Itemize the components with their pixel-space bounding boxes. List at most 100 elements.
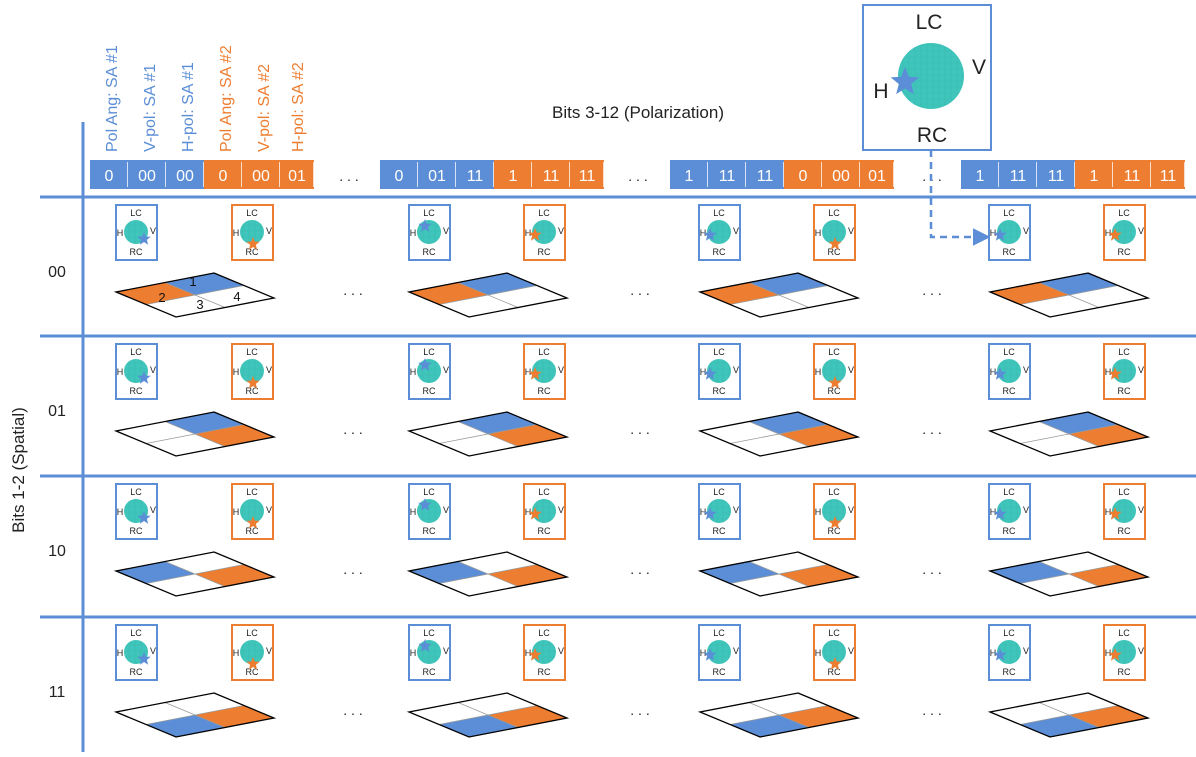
- star-icon: [828, 516, 842, 529]
- label-h: H: [815, 228, 822, 238]
- label-h: H: [525, 228, 532, 238]
- star-icon: [1108, 507, 1122, 520]
- label-rc: RC: [538, 526, 551, 536]
- spatial-tile: [697, 551, 861, 597]
- label-h: H: [700, 507, 707, 517]
- label-lc: LC: [828, 347, 840, 357]
- label-lc: LC: [1003, 208, 1015, 218]
- label-lc: LC: [423, 347, 435, 357]
- label-lc: LC: [713, 628, 725, 638]
- label-rc: RC: [1003, 386, 1016, 396]
- row-ellipsis: . . .: [343, 702, 362, 718]
- tile-quadrant-left: [700, 282, 779, 305]
- tile-quadrant-right: [1069, 705, 1148, 728]
- dashed-arrow: [929, 150, 991, 246]
- code-cell: [961, 160, 999, 189]
- row-ellipsis: . . .: [630, 421, 649, 437]
- star-icon: [246, 237, 260, 250]
- spatial-tile: [987, 692, 1151, 738]
- tile-quadrant-top: [165, 552, 244, 574]
- code-cell-value: 1: [685, 168, 694, 185]
- row-ellipsis: . . .: [630, 282, 649, 298]
- inset-label-top: LC: [916, 11, 943, 34]
- tile-quadrant-right: [779, 424, 858, 447]
- star-icon: [993, 228, 1007, 241]
- label-rc: RC: [246, 667, 259, 677]
- code-cell-value: 11: [1010, 168, 1027, 185]
- label-h: H: [990, 648, 997, 658]
- tile-outline: [697, 272, 861, 318]
- label-rc: RC: [130, 526, 143, 536]
- tile-quadrant-right: [195, 564, 274, 587]
- code-cell: [822, 160, 860, 189]
- label-h: H: [233, 507, 240, 517]
- code-cell-value: 0: [219, 168, 228, 185]
- label-rc: RC: [713, 667, 726, 677]
- spatial-tile: [113, 411, 277, 457]
- label-v: V: [443, 226, 449, 236]
- label-v: V: [1023, 646, 1029, 656]
- tile-quadrant-left: [116, 282, 195, 305]
- star-icon: [703, 648, 717, 661]
- code-cell-value: 11: [1048, 168, 1065, 185]
- label-v: V: [266, 365, 272, 375]
- tile-quadrant-left: [990, 561, 1069, 584]
- star-icon: [828, 237, 842, 250]
- tile-quadrant-bottom: [146, 715, 225, 737]
- row-ellipsis: . . .: [343, 421, 362, 437]
- label-v: V: [266, 646, 272, 656]
- tile-quadrant-left: [700, 561, 779, 584]
- code-cell-value: 11: [579, 168, 596, 185]
- spatial-tile: [697, 411, 861, 457]
- code-cell-value: 01: [428, 168, 446, 185]
- label-h: H: [990, 367, 997, 377]
- tile-quadrant-top: [1039, 693, 1118, 715]
- tile-quadrant-left: [700, 702, 779, 725]
- label-lc: LC: [1118, 628, 1130, 638]
- label-lc: LC: [1003, 628, 1015, 638]
- tile-quadrant-top: [749, 693, 828, 715]
- tile-quadrant-left: [990, 421, 1069, 444]
- tile-outline: [406, 551, 570, 597]
- poincare-frame: [231, 343, 274, 400]
- tile-quadrant-bottom: [730, 295, 809, 317]
- code-cell-value: 11: [1124, 168, 1141, 185]
- label-v: V: [1138, 226, 1144, 236]
- row-ellipsis: . . .: [343, 561, 362, 577]
- tile-quadrant-top: [1039, 273, 1118, 295]
- label-h: H: [410, 648, 417, 658]
- label-v: V: [1023, 505, 1029, 515]
- label-h: H: [117, 507, 124, 517]
- star-icon: [993, 648, 1007, 661]
- poincare-frame: [988, 483, 1031, 540]
- inset-label-right: V: [972, 56, 986, 79]
- label-lc: LC: [246, 487, 258, 497]
- tile-quadrant-bottom: [730, 434, 809, 456]
- label-v: V: [733, 365, 739, 375]
- label-rc: RC: [423, 247, 436, 257]
- star-icon: [418, 498, 432, 511]
- tile-quadrant-left: [409, 282, 488, 305]
- label-rc: RC: [423, 386, 436, 396]
- tile-quadrant-bottom: [730, 715, 809, 737]
- tile-quadrant-top: [165, 273, 244, 295]
- star-icon: [528, 367, 542, 380]
- code-cell-value: 1: [1090, 168, 1099, 185]
- star-icon: [993, 367, 1007, 380]
- code-cell: [1075, 160, 1113, 189]
- label-v: V: [1138, 505, 1144, 515]
- spatial-tile: [113, 551, 277, 597]
- label-lc: LC: [538, 347, 550, 357]
- label-h: H: [815, 507, 822, 517]
- row-ellipsis: . . .: [922, 702, 941, 718]
- tile-outline: [113, 272, 277, 318]
- spatial-title: Bits 1-2 (Spatial): [9, 407, 28, 533]
- star-icon: [828, 657, 842, 670]
